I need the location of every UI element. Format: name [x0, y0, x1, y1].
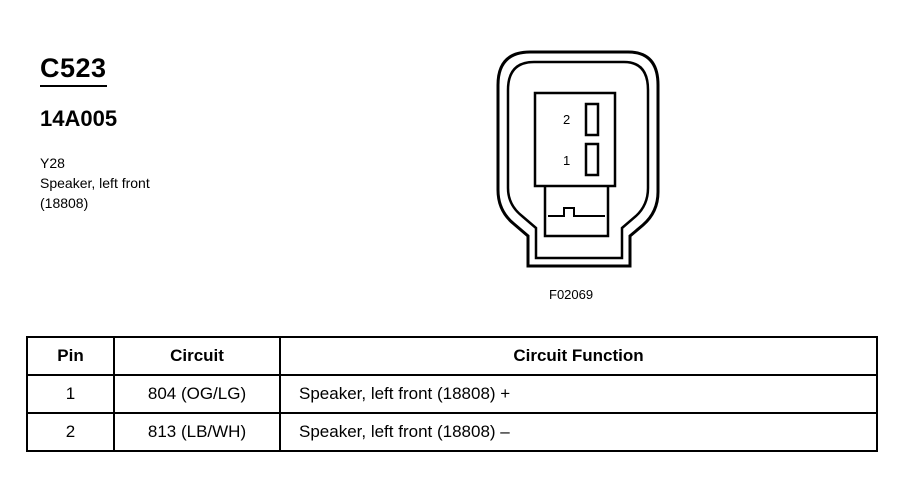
latch-notch	[548, 207, 605, 217]
pin-1-slot	[584, 142, 600, 177]
row-circuit: 813 (LB/WH)	[113, 412, 281, 452]
component-reference: (18808)	[40, 195, 89, 211]
header-circuit-function: Circuit Function	[279, 336, 878, 376]
connector-inner-housing	[506, 60, 650, 260]
connector-id: C523	[40, 54, 107, 87]
connector-outer-housing	[496, 50, 660, 268]
latch-tab	[543, 186, 610, 238]
pinout-table: Pin Circuit Circuit Function 1 804 (OG/L…	[26, 336, 878, 452]
pin-2-label: 2	[563, 112, 570, 127]
part-number: 14A005	[40, 106, 118, 131]
pin-1-label: 1	[563, 153, 570, 168]
terminal-block	[533, 91, 617, 188]
row-circuit: 804 (OG/LG)	[113, 374, 281, 414]
connector-info: Y28 Speaker, left front (18808)	[40, 153, 150, 213]
row-pin: 1	[26, 374, 115, 414]
row-pin: 2	[26, 412, 115, 452]
location-code: Y28	[40, 155, 65, 171]
header-pin: Pin	[26, 336, 115, 376]
row-circuit-function: Speaker, left front (18808) +	[279, 374, 878, 414]
connector-face-diagram: 2 1	[496, 50, 660, 268]
pin-2-slot	[584, 102, 600, 137]
row-circuit-function: Speaker, left front (18808) –	[279, 412, 878, 452]
table-row: 2 813 (LB/WH) Speaker, left front (18808…	[26, 412, 878, 452]
table-header-row: Pin Circuit Circuit Function	[26, 336, 878, 376]
header-circuit: Circuit	[113, 336, 281, 376]
table-row: 1 804 (OG/LG) Speaker, left front (18808…	[26, 374, 878, 414]
figure-id: F02069	[549, 287, 594, 302]
component-description: Speaker, left front	[40, 175, 150, 191]
